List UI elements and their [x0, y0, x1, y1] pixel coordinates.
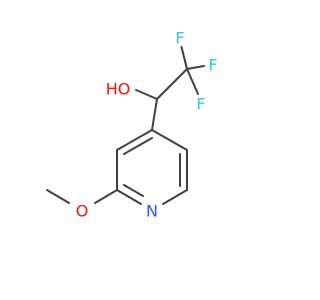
bond-carbinol-ring	[151, 98, 158, 131]
atom-label-hydroxyl: HO	[106, 80, 131, 99]
atom-label-fluorine-bottom: F	[196, 95, 205, 114]
bond-cf3-f-top	[180, 46, 188, 70]
atom-label-fluorine-top: F	[175, 29, 184, 48]
bond-ring-c6-n	[162, 189, 188, 205]
atom-label-pyridine-nitrogen: N	[146, 202, 158, 221]
bond-ring-n-c2-inner	[123, 184, 144, 197]
bond-ring-c3-c4-inner	[123, 137, 153, 155]
bond-carbinol-oh	[135, 89, 158, 100]
bonds	[46, 46, 205, 205]
bond-ring-c4-c5	[151, 129, 188, 151]
bond-c2-o-methoxy	[94, 189, 118, 204]
molecule-structure-diagram: F F F HO N O	[46, 29, 218, 221]
bond-cf3-carbinol	[156, 68, 188, 100]
bond-ring-c3-c4	[116, 129, 153, 151]
bond-cf3-f-bottom	[186, 68, 199, 95]
atom-label-fluorine-right: F	[208, 56, 217, 75]
atom-labels: F F F HO N O	[76, 29, 218, 221]
bond-o-methyl	[46, 189, 70, 204]
atom-label-methoxy-oxygen: O	[76, 202, 89, 221]
bond-ring-n-c2	[116, 189, 142, 205]
bond-cf3-f-right	[186, 65, 205, 70]
